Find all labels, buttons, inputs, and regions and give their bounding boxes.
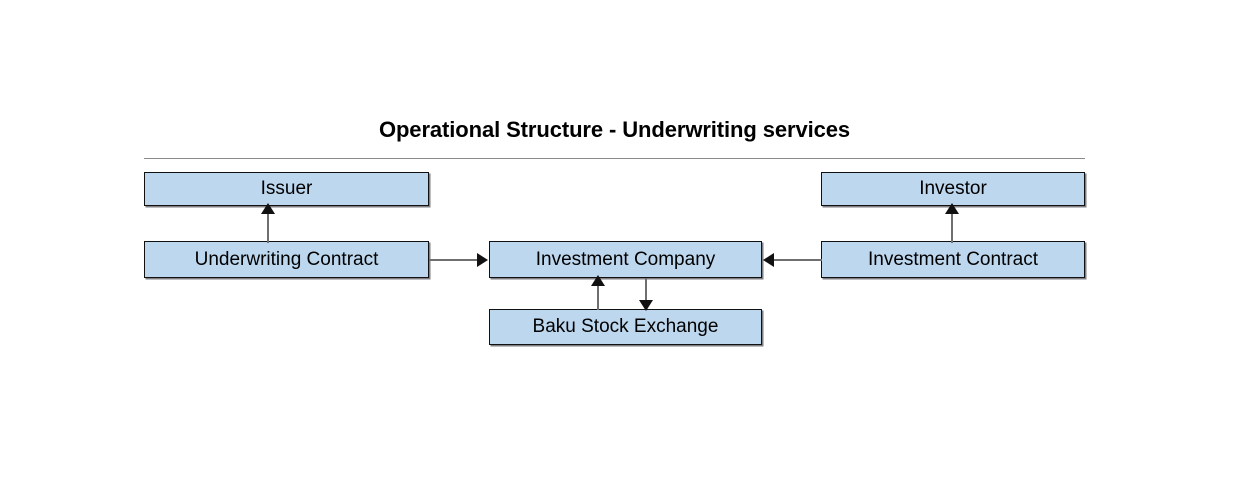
connector-investment-company-to-baku-stock-exchange xyxy=(645,278,647,308)
connector-underwriting-contract-to-issuer xyxy=(267,206,269,243)
title-divider xyxy=(144,158,1085,159)
arrow-up-icon-baku-stock-exchange-to-investment-company xyxy=(591,275,605,286)
node-baku-stock-exchange-label: Baku Stock Exchange xyxy=(532,316,719,337)
node-baku-stock-exchange[interactable]: Baku Stock Exchange xyxy=(489,309,762,345)
node-underwriting-contract-label: Underwriting Contract xyxy=(194,248,379,270)
arrow-right-icon-underwriting-contract-to-investment-company xyxy=(477,253,488,267)
connector-underwriting-contract-to-investment-company xyxy=(429,259,481,261)
arrow-down-icon-investment-company-to-baku-stock-exchange xyxy=(639,300,653,311)
node-investment-contract[interactable]: Investment Contract xyxy=(821,241,1085,278)
diagram-title: Operational Structure - Underwriting ser… xyxy=(378,117,851,142)
node-issuer[interactable]: Issuer xyxy=(144,172,429,206)
connector-investment-contract-to-investment-company xyxy=(770,259,822,261)
node-issuer-label: Issuer xyxy=(260,178,313,199)
connector-baku-stock-exchange-to-investment-company xyxy=(597,278,599,310)
arrow-up-icon-underwriting-contract-to-issuer xyxy=(261,203,275,214)
node-investor-label: Investor xyxy=(919,178,987,199)
node-investment-contract-label: Investment Contract xyxy=(867,248,1039,270)
arrow-left-icon-investment-contract-to-investment-company xyxy=(763,253,774,267)
node-investor[interactable]: Investor xyxy=(821,172,1085,206)
connector-investment-contract-to-investor xyxy=(951,206,953,243)
node-underwriting-contract[interactable]: Underwriting Contract xyxy=(144,241,429,278)
node-investment-company[interactable]: Investment Company xyxy=(489,241,762,278)
arrow-up-icon-investment-contract-to-investor xyxy=(945,203,959,214)
node-investment-company-label: Investment Company xyxy=(535,248,716,270)
